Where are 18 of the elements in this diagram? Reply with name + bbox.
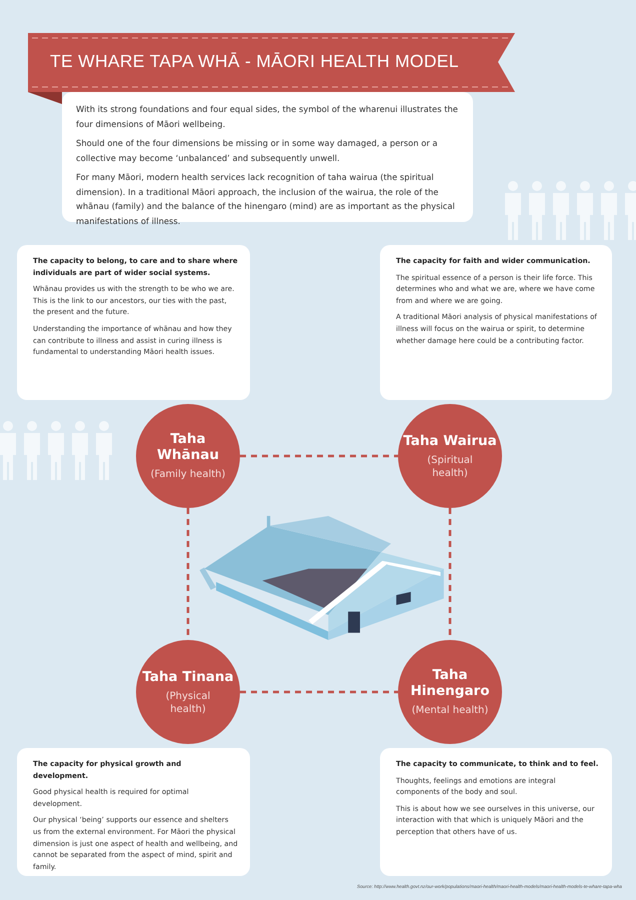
- text-panel: [380, 748, 612, 876]
- circle-title: Taha Whānau: [156, 431, 220, 463]
- circle-title: Taha Hinengaro: [409, 667, 490, 699]
- title: TE WHARE TAPA WHĀ - MĀORI HEALTH MODEL: [50, 51, 459, 72]
- circle-title: Taha Tinana: [141, 668, 235, 684]
- circle-title: Taha Wairua: [402, 432, 498, 448]
- text-panel: [17, 245, 250, 400]
- circle-subtitle: (Spiritual health): [426, 454, 474, 480]
- circle-subtitle: (Family health): [150, 468, 226, 481]
- dashed-connector: [240, 690, 398, 694]
- text-panel: [380, 245, 612, 400]
- circle-subtitle: (Mental health): [410, 704, 490, 717]
- circle-subtitle: (Physical health): [164, 690, 212, 716]
- paragraph: Should one of the four dimensions be missing or in some way damaged, a person or a collective may become ‘unbalanced’ and subsequently unwell.: [76, 137, 439, 165]
- paragraph: With its strong foundations and four equal sides, the symbol of the wharenui illustrates the four dimensions of Māori wellbeing.: [76, 103, 459, 131]
- text-panel: [17, 748, 250, 876]
- dashed-connector: [240, 454, 398, 458]
- paragraph: For many Māori, modern health services lack recognition of taha wairua (the spiritual dimension). In a traditional Māori approach, the inclusion of the wairua, the role of the whānau (family) and the balance of the hinengaro (mind) are as important as the physical manifestations of illness.: [76, 171, 456, 228]
